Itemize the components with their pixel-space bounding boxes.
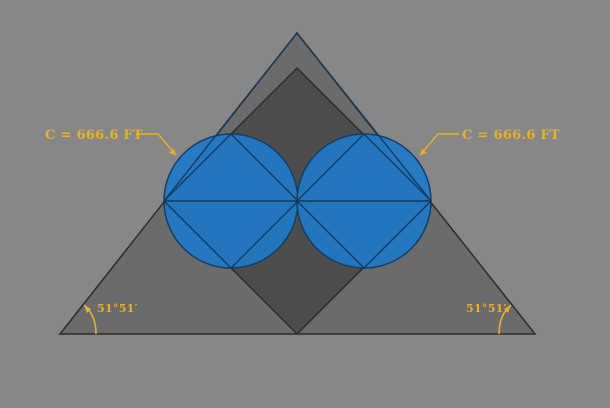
angle-left-label: 51°51′ (97, 302, 138, 315)
left-inscribed-square (163, 133, 299, 269)
left-circumference-leader (136, 133, 177, 156)
right-circumference-leader (419, 133, 459, 156)
right-leader-arrowhead (420, 149, 427, 155)
circumference-left-label: C = 666.6 FT (45, 128, 143, 143)
right-angle-arrowhead (504, 305, 511, 313)
angle-right-label: 51°51′ (466, 302, 507, 315)
right-inscribed-square (296, 133, 432, 269)
left-angle-arrowhead (84, 305, 91, 313)
circumference-right-label: C = 666.6 FT (462, 128, 560, 143)
right-triangle-edge-overlay (296, 32, 432, 202)
left-triangle-edge-overlay (163, 32, 298, 202)
left-leader-arrowhead (169, 149, 176, 155)
construction-lines (163, 32, 432, 269)
